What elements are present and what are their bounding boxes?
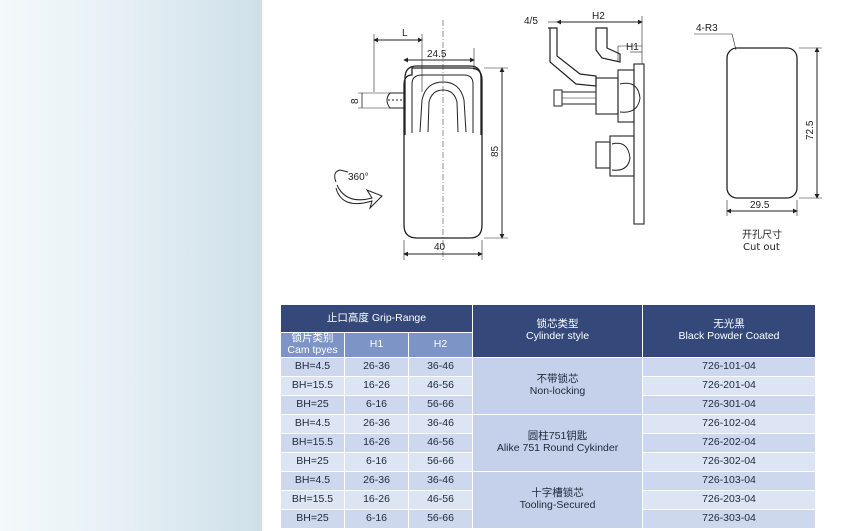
cam-type-cell: BH=15.5 [280,376,345,396]
cam-type-cell: BH=25 [280,509,345,529]
cam-type-cell: BH=4.5 [280,414,345,434]
h2-cell: 56-66 [407,452,474,472]
cutout-view [694,33,822,216]
h1-cell: 6-16 [344,509,409,529]
cam-type-cell: BH=4.5 [280,357,345,377]
h1-header: H1 [344,332,409,358]
technical-drawing: L 24.5 8 85 40 360° 4/5 H2 H1 4-R3 72.5 … [262,0,860,290]
cam-type-cell: BH=15.5 [280,490,345,510]
cylinder-style-cn: 不带锁芯 [536,373,579,386]
dim-H1: H1 [626,42,639,53]
front-view [334,20,508,262]
dim-H2: H2 [592,11,605,22]
h2-header: H2 [407,332,474,358]
dim-4-5: 4/5 [524,16,538,27]
drawing-svg: L 24.5 8 85 40 360° 4/5 H2 H1 4-R3 72.5 … [334,11,822,262]
h1-cell: 6-16 [344,395,409,415]
dim-40: 40 [434,242,446,253]
finish-header: 无光黑 Black Powder Coated [642,304,817,358]
cam-types-en: Cam tpyes [287,344,338,356]
cutout-caption-en: Cut out [743,242,780,253]
h2-cell: 36-46 [407,414,474,434]
part-code-cell: 726-303-04 [642,509,817,529]
h2-cell: 56-66 [407,395,474,415]
h2-cell: 36-46 [407,357,474,377]
cylinder-style-en: Alike 751 Round Cykinder [496,442,619,454]
dim-8: 8 [350,98,361,104]
cam-types-header: 锁片类别 Cam tpyes [280,332,345,358]
dim-L: L [402,28,408,39]
cylinder-style-en: Non-locking [529,385,586,397]
spec-table: 止口高度 Grip-Range 锁芯类型 Cylinder style 无光黑 … [279,304,817,529]
h1-cell: 26-36 [344,471,409,491]
part-code-cell: 726-302-04 [642,452,817,472]
h1-cell: 16-26 [344,376,409,396]
dim-24-5: 24.5 [427,49,447,60]
cylinder-style-en: Tooling-Secured [519,499,596,511]
cylinder-style-cn: 十字槽锁芯 [531,487,584,500]
part-code-cell: 726-203-04 [642,490,817,510]
h2-cell: 46-56 [407,490,474,510]
part-code-cell: 726-101-04 [642,357,817,377]
cylinder-style-cn: 圆柱751钥匙 [527,430,588,443]
cam-type-cell: BH=4.5 [280,471,345,491]
cylinder-header-en: Cylinder style [526,330,590,342]
h1-cell: 16-26 [344,490,409,510]
cylinder-header-cn: 锁芯类型 [536,318,579,331]
dim-29-5: 29.5 [750,200,770,211]
cylinder-header: 锁芯类型 Cylinder style [472,304,644,358]
part-code-cell: 726-301-04 [642,395,817,415]
dim-72-5: 72.5 [805,120,816,140]
h2-cell: 36-46 [407,471,474,491]
part-code-cell: 726-102-04 [642,414,817,434]
cutout-caption-cn: 开孔尺寸 [742,228,782,241]
left-gradient-panel [0,0,262,531]
dim-85: 85 [490,145,501,157]
h1-cell: 16-26 [344,433,409,453]
part-code-cell: 726-201-04 [642,376,817,396]
grip-range-header: 止口高度 Grip-Range [279,304,474,333]
side-view [548,16,645,225]
cam-type-cell: BH=25 [280,452,345,472]
part-code-cell: 726-202-04 [642,433,817,453]
dim-4-R3: 4-R3 [696,23,718,34]
cam-types-cn: 锁片类别 [291,332,334,345]
rotation-label: 360° [348,172,369,183]
h2-cell: 46-56 [407,376,474,396]
h2-cell: 56-66 [407,509,474,529]
h1-cell: 6-16 [344,452,409,472]
part-code-cell: 726-103-04 [642,471,817,491]
finish-header-en: Black Powder Coated [678,330,780,342]
h1-cell: 26-36 [344,414,409,434]
cam-type-cell: BH=15.5 [280,433,345,453]
h2-cell: 46-56 [407,433,474,453]
h1-cell: 26-36 [344,357,409,377]
finish-header-cn: 无光黑 [713,318,745,331]
cam-type-cell: BH=25 [280,395,345,415]
